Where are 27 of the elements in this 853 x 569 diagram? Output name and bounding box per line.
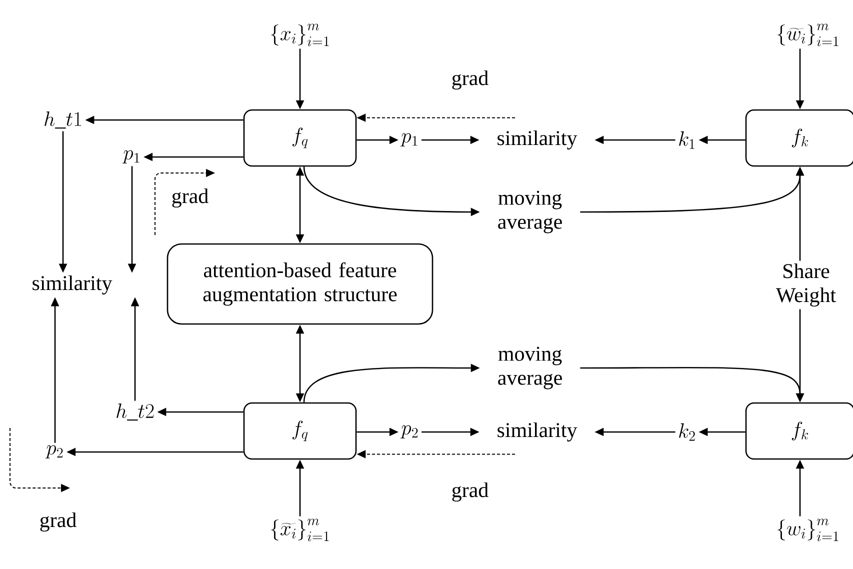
node-label: Share Weight bbox=[776, 263, 836, 307]
node-label: moving average bbox=[498, 346, 562, 390]
symbol-label: $p_2$ bbox=[46, 445, 63, 458]
node-label: similarity bbox=[32, 275, 112, 295]
edge-label: grad bbox=[450, 69, 490, 91]
node-label: similarity bbox=[498, 130, 578, 150]
symbol-label: $p_1$ bbox=[122, 150, 140, 164]
function-box: $f_k$ bbox=[745, 402, 853, 460]
gradient-label: grad bbox=[40, 512, 76, 532]
function-box: $f_q$ bbox=[243, 109, 357, 167]
symbol-label: $\left\{x_i\right\}_{i=1}^{m}$ bbox=[271, 24, 329, 46]
symbol-label: $p_2$ bbox=[400, 425, 418, 438]
symbol-label: $h\_t1$ bbox=[44, 111, 81, 129]
symbol-label: $k_1$ bbox=[679, 131, 694, 149]
function-box: $f_q$ bbox=[243, 402, 357, 460]
symbol-label: $p_1$ bbox=[400, 133, 418, 146]
symbol-label: $\left\{w_i\right\}_{i=1}^{m}$ bbox=[778, 518, 838, 542]
symbol-label: $\left\{\widetilde{w_i}\right\}_{i=1}^{m}$ bbox=[778, 24, 838, 46]
function-box: $f_k$ bbox=[745, 109, 853, 167]
edge-label: grad bbox=[450, 481, 490, 503]
symbol-label: $\left\{\widetilde{x_i}\right\}_{i=1}^{m}$ bbox=[271, 518, 329, 542]
symbol-label: $h\_t2$ bbox=[116, 403, 154, 421]
node-label: moving average bbox=[498, 190, 562, 234]
node-label: similarity bbox=[498, 422, 578, 442]
gradient-label: grad bbox=[172, 188, 208, 208]
process-box: attention-based feature augmentation structure bbox=[166, 243, 434, 325]
symbol-label: $k_2$ bbox=[679, 423, 695, 441]
